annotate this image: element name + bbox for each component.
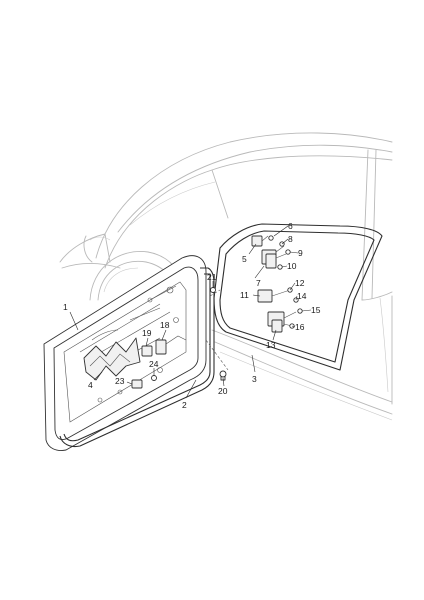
screw-parts <box>210 287 227 381</box>
callout-11: 11 <box>240 290 249 300</box>
callout-2: 2 <box>182 400 187 410</box>
callout-4: 4 <box>88 380 93 390</box>
callout-6: 6 <box>288 221 293 231</box>
callout-21: 21 <box>207 272 217 282</box>
callout-8: 8 <box>288 234 293 244</box>
callout-5: 5 <box>242 254 247 264</box>
callout-18: 18 <box>160 320 170 330</box>
callout-24: 24 <box>149 359 159 369</box>
leader-lines <box>69 225 312 399</box>
assembly-lines <box>205 289 229 371</box>
callout-3: 3 <box>252 374 257 384</box>
callout-10: 10 <box>287 261 297 271</box>
callout-9: 9 <box>298 248 303 258</box>
callout-15: 15 <box>311 305 321 315</box>
callout-13: 13 <box>266 340 276 350</box>
callout-12: 12 <box>295 278 305 288</box>
car-body-outline <box>59 132 393 421</box>
callout-19: 19 <box>142 328 152 338</box>
callout-23: 23 <box>115 376 125 386</box>
lower-hinge-assembly <box>257 287 303 333</box>
callout-1: 1 <box>63 302 68 312</box>
door-opening-seal <box>213 223 383 371</box>
callout-16: 16 <box>295 322 305 332</box>
door-shell <box>43 255 207 451</box>
callout-14: 14 <box>297 291 307 301</box>
upper-hinge-assembly <box>251 235 291 270</box>
callout-20: 20 <box>218 386 228 396</box>
callout-7: 7 <box>256 278 261 288</box>
callout-labels: 1 2 3 4 5 6 7 8 9 10 11 12 13 14 15 16 1… <box>63 221 321 410</box>
door-seal <box>59 267 215 448</box>
